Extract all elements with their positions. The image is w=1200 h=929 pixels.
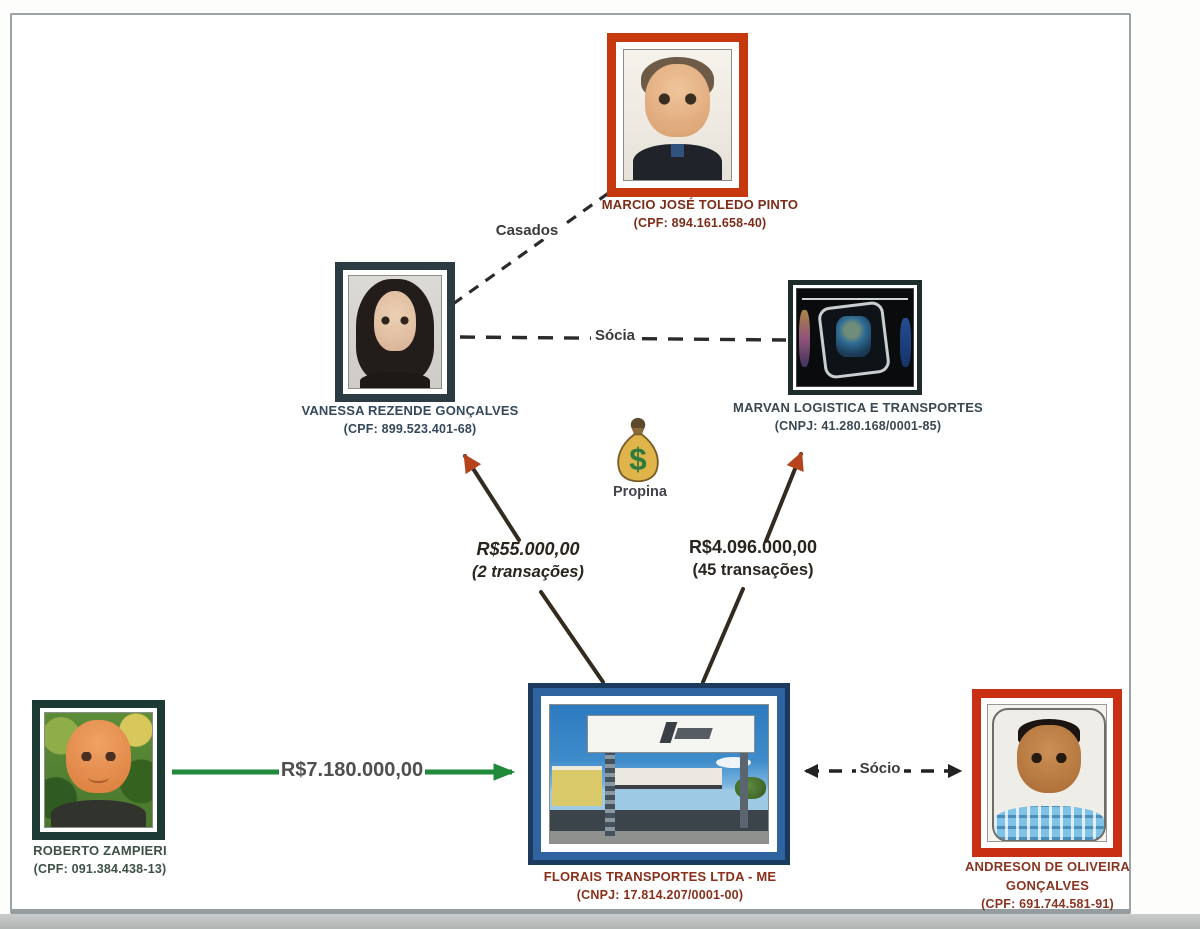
andreson-name: ANDRESON DE OLIVEIRA GONÇALVES	[964, 859, 1131, 893]
node-marvan-photo	[788, 280, 922, 395]
marvan-name: MARVAN LOGISTICA E TRANSPORTES	[733, 400, 983, 415]
money-bag-body	[617, 433, 659, 483]
socio-text: Sócio	[855, 760, 905, 777]
propina-label: Propina	[613, 484, 667, 500]
andreson-rounded-photo	[991, 707, 1106, 841]
florais-label: FLORAIS TRANSPORTES LTDA - ME (CNPJ: 17.…	[525, 868, 795, 904]
transfer-marvan-amount: R$4.096.000,00	[688, 537, 818, 557]
florais-name: FLORAIS TRANSPORTES LTDA - ME	[543, 869, 777, 884]
socia-edge-label: Sócia	[580, 327, 650, 344]
florais-sign-logo-underline	[674, 728, 714, 740]
florais-canopy	[608, 768, 723, 790]
vanessa-doc: (CPF: 899.523.401-68)	[343, 421, 477, 436]
money-bag-icon: $	[617, 417, 659, 483]
florais-ground	[550, 830, 768, 843]
transfer-vanessa-label: R$55.000,00 (2 transações)	[448, 537, 608, 584]
scan-bottom-strip	[0, 914, 1200, 929]
marvan-image-smudge-right	[900, 318, 911, 367]
roberto-label: ROBERTO ZAMPIERI (CPF: 091.384.438-13)	[5, 842, 195, 878]
vanessa-eyes	[378, 316, 412, 326]
transfer-vanessa-count: (2 transações)	[472, 563, 584, 582]
marcio-label: MARCIO JOSÉ TOLEDO PINTO (CPF: 894.161.6…	[585, 196, 815, 232]
marcio-name: MARCIO JOSÉ TOLEDO PINTO	[601, 197, 799, 212]
transfer-roberto-amount: R$7.180.000,00	[278, 759, 426, 781]
andreson-photo-mat	[981, 698, 1113, 848]
florais-inner-border	[533, 688, 785, 860]
vanessa-shoulders	[360, 372, 430, 388]
andreson-eyes	[1026, 752, 1072, 764]
marcio-portrait	[623, 49, 732, 181]
andreson-doc: (CPF: 691.744.581-91)	[981, 896, 1114, 911]
marvan-logo-image	[796, 288, 914, 387]
socia-text: Sócia	[590, 327, 640, 344]
vanessa-photo-mat	[343, 270, 447, 394]
marvan-doc: (CNPJ: 41.280.168/0001-85)	[774, 418, 942, 433]
florais-photo-mat	[541, 696, 777, 852]
florais-vehicles-strip	[550, 809, 768, 831]
roberto-doc: (CPF: 091.384.438-13)	[33, 861, 167, 876]
andreson-plaid-shirt	[993, 806, 1105, 841]
transfer-vanessa-amount: R$55.000,00	[476, 539, 580, 559]
vanessa-portrait	[348, 275, 442, 389]
socio-edge-label: Sócio	[845, 760, 915, 777]
node-roberto-photo	[32, 700, 165, 840]
vanessa-label: VANESSA REZENDE GONÇALVES (CPF: 899.523.…	[295, 402, 525, 438]
roberto-photo-mat	[40, 708, 157, 832]
roberto-eyes	[77, 751, 120, 761]
roberto-portrait	[44, 712, 153, 828]
node-florais-photo	[528, 683, 790, 865]
florais-site-photo	[549, 704, 769, 844]
florais-sign-pole-right	[739, 750, 749, 828]
marcio-eyes	[653, 92, 702, 105]
casados-edge-label: Casados	[487, 222, 567, 239]
florais-sign-pole-left	[604, 750, 616, 837]
marcio-doc: (CPF: 894.161.658-40)	[633, 215, 767, 230]
marcio-tie	[671, 143, 684, 157]
node-vanessa-photo	[335, 262, 455, 402]
andreson-portrait	[987, 704, 1107, 842]
andreson-label: ANDRESON DE OLIVEIRA GONÇALVES (CPF: 691…	[930, 858, 1165, 913]
money-bag-dollar-symbol: $	[629, 442, 646, 477]
roberto-smile	[87, 772, 110, 784]
transfer-roberto-label: R$7.180.000,00	[262, 759, 442, 782]
marvan-photo-mat	[793, 285, 917, 390]
marvan-image-smudge-left	[799, 310, 810, 367]
roberto-shirt	[51, 799, 146, 827]
transfer-marvan-label: R$4.096.000,00 (45 transações)	[668, 535, 838, 582]
roberto-name: ROBERTO ZAMPIERI	[33, 843, 167, 858]
florais-building-left	[552, 765, 603, 806]
marvan-image-highlight	[801, 297, 909, 300]
marcio-photo-mat	[616, 42, 739, 188]
node-marcio-photo	[607, 33, 748, 197]
marvan-logo-emblem	[836, 316, 872, 357]
transfer-marvan-count: (45 transações)	[692, 561, 814, 580]
florais-cloud	[715, 757, 751, 769]
marvan-label: MARVAN LOGISTICA E TRANSPORTES (CNPJ: 41…	[733, 399, 983, 435]
vanessa-name: VANESSA REZENDE GONÇALVES	[301, 403, 519, 418]
florais-doc: (CNPJ: 17.814.207/0001-00)	[576, 887, 744, 902]
node-andreson-photo	[972, 689, 1122, 857]
money-bag-knot	[630, 417, 646, 430]
casados-text: Casados	[491, 222, 563, 239]
